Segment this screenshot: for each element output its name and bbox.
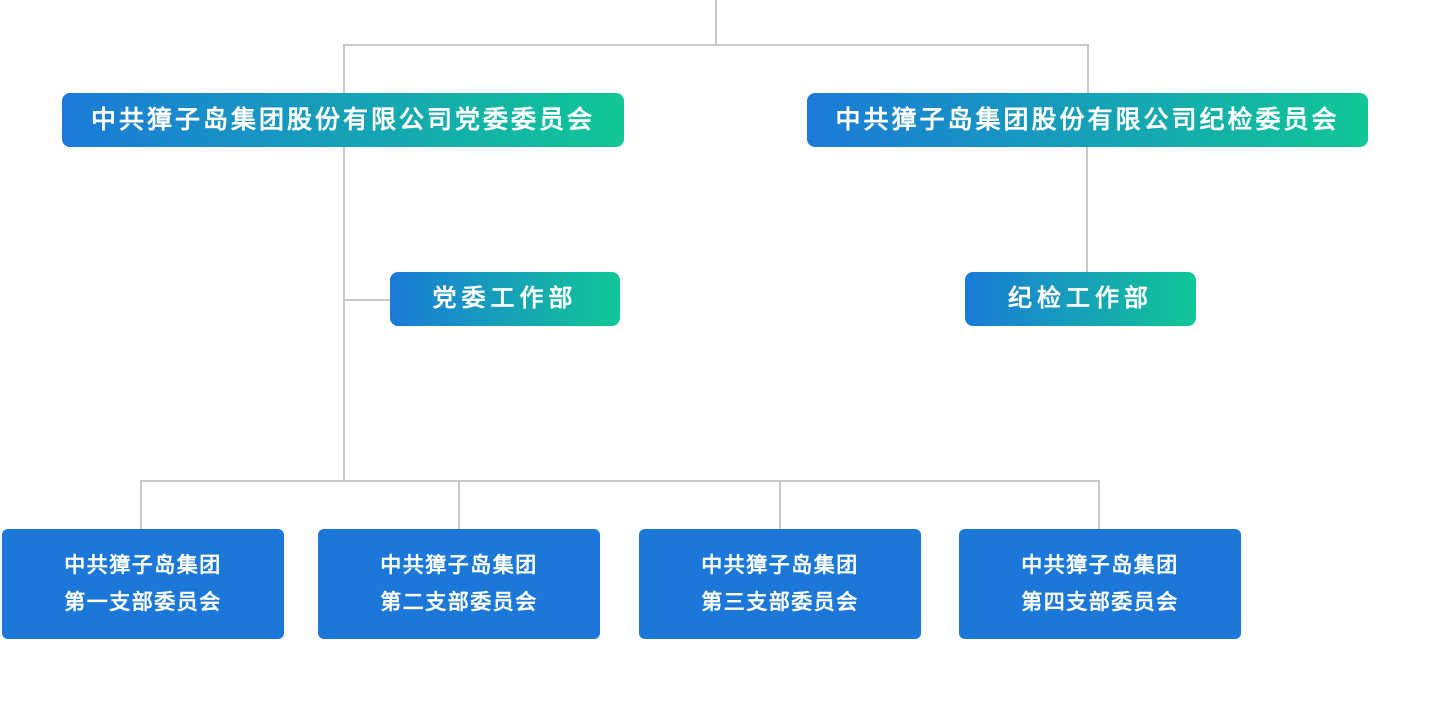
connector-drop-branch-3: [779, 480, 781, 530]
branch-3-line1: 中共獐子岛集团: [701, 554, 859, 577]
branch-4-line2: 第四支部委员会: [1021, 591, 1179, 614]
branch-4-line1: 中共獐子岛集团: [1021, 554, 1179, 577]
node-branch-1[interactable]: 中共獐子岛集团 第一支部委员会: [2, 529, 284, 639]
connector-drop-branch-4: [1098, 480, 1100, 530]
connector-root-stem: [715, 0, 717, 45]
branch-2-line1: 中共獐子岛集团: [380, 554, 538, 577]
branch-1-line1: 中共獐子岛集团: [64, 554, 222, 577]
node-discipline-committee[interactable]: 中共獐子岛集团股份有限公司纪检委员会: [807, 93, 1368, 147]
connector-party-spine: [343, 147, 345, 481]
node-party-work-dept[interactable]: 党委工作部: [390, 272, 620, 326]
node-branch-4[interactable]: 中共獐子岛集团 第四支部委员会: [959, 529, 1241, 639]
connector-discipline-to-dept: [1086, 147, 1088, 272]
branch-3-line2: 第三支部委员会: [701, 591, 859, 614]
node-party-committee[interactable]: 中共獐子岛集团股份有限公司党委委员会: [62, 93, 624, 147]
connector-drop-party-committee: [343, 44, 345, 94]
connector-drop-branch-1: [140, 480, 142, 530]
connector-top-horizontal: [343, 44, 1089, 46]
connector-drop-discipline-committee: [1087, 44, 1089, 94]
connector-drop-branch-2: [458, 480, 460, 530]
branch-2-line2: 第二支部委员会: [380, 591, 538, 614]
branch-1-line2: 第一支部委员会: [64, 591, 222, 614]
connector-bottom-horizontal: [140, 480, 1100, 482]
node-branch-2[interactable]: 中共獐子岛集团 第二支部委员会: [318, 529, 600, 639]
node-branch-3[interactable]: 中共獐子岛集团 第三支部委员会: [639, 529, 921, 639]
node-discipline-work-dept[interactable]: 纪检工作部: [965, 272, 1196, 326]
connector-stub-party-work-dept: [343, 299, 391, 301]
